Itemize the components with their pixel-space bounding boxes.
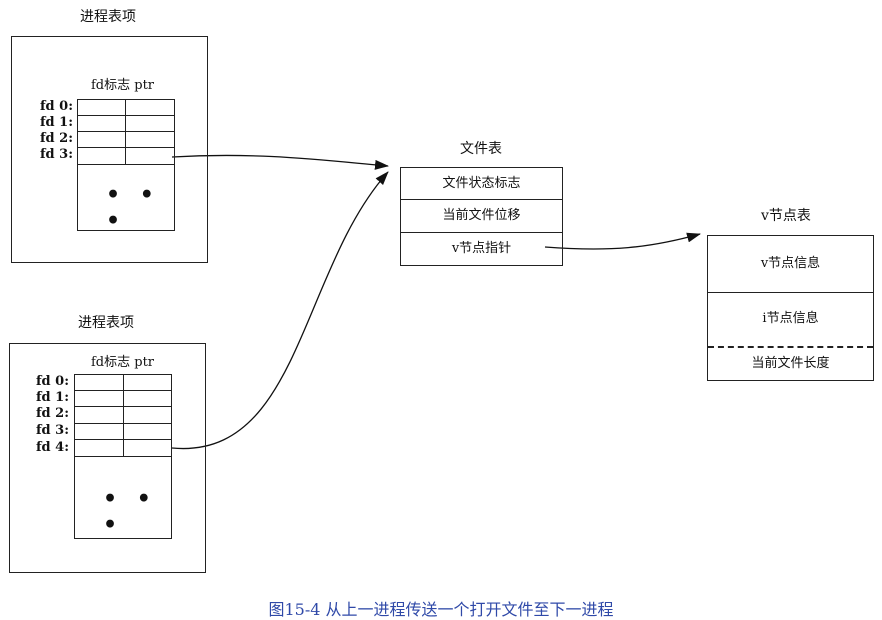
process2-fd0-label: fd 0: bbox=[35, 374, 69, 389]
file-table-vnode-pointer-row: v节点指针 bbox=[451, 241, 512, 256]
arrow-proc2-fd4-to-file-table bbox=[171, 171, 389, 450]
file-table-title: 文件表 bbox=[460, 141, 502, 157]
process1-fd-header: fd标志 ptr bbox=[91, 78, 155, 93]
process1-fd1-label: fd 1: bbox=[39, 115, 73, 130]
process2-fd4-flags-cell bbox=[74, 439, 124, 457]
process1-fd2-label: fd 2: bbox=[39, 131, 73, 146]
vnode-table-current-file-size-row: 当前文件长度 bbox=[751, 356, 830, 371]
process1-fd3-ptr-cell bbox=[125, 147, 175, 165]
process2-fd1-flags-cell bbox=[74, 390, 124, 407]
process2-fd1-ptr-cell bbox=[123, 390, 172, 407]
process1-title: 进程表项 bbox=[80, 9, 136, 25]
vnode-table-vnode-info-row: v节点信息 bbox=[708, 236, 873, 293]
process2-fd4-ptr-cell bbox=[123, 439, 172, 457]
file-table: 文件状态标志 当前文件位移 v节点指针 bbox=[400, 167, 563, 266]
process1-fd0-ptr-cell bbox=[125, 99, 175, 116]
process1-fd0-flags-cell bbox=[77, 99, 126, 116]
arrow-proc1-fd3-to-file-table bbox=[171, 154, 389, 170]
file-table-current-offset-row: 当前文件位移 bbox=[401, 200, 562, 233]
process1-fd1-flags-cell bbox=[77, 115, 126, 132]
process2-fd3-flags-cell bbox=[74, 423, 124, 440]
vnode-table-inode-info-row: i节点信息 bbox=[708, 293, 873, 348]
vnode-table-title: v节点表 bbox=[761, 208, 811, 224]
process1-table-entry: fd标志 ptr bbox=[11, 36, 208, 263]
process2-ellipsis: • • • bbox=[103, 486, 157, 538]
process1-fd-array: • • • bbox=[77, 99, 175, 234]
process2-fd3-ptr-cell bbox=[123, 423, 172, 440]
process2-fd2-flags-cell bbox=[74, 406, 124, 424]
vnode-table: v节点信息 i节点信息 当前文件长度 bbox=[707, 235, 874, 381]
process1-ellipsis: • • • bbox=[106, 182, 160, 234]
process2-title: 进程表项 bbox=[78, 315, 134, 331]
process2-fd0-ptr-cell bbox=[123, 374, 172, 391]
process1-fd3-flags-cell bbox=[77, 147, 126, 165]
process1-fd2-flags-cell bbox=[77, 131, 126, 148]
process2-fd2-ptr-cell bbox=[123, 406, 172, 424]
process1-fd1-ptr-cell bbox=[125, 115, 175, 132]
process2-fd0-flags-cell bbox=[74, 374, 124, 391]
process1-fd3-label: fd 3: bbox=[39, 147, 73, 162]
process2-fd2-label: fd 2: bbox=[35, 406, 69, 421]
process2-fd1-label: fd 1: bbox=[35, 390, 69, 405]
process2-table-entry: fd标志 ptr bbox=[9, 343, 206, 573]
process2-fd3-label: fd 3: bbox=[35, 423, 69, 438]
process2-fd4-label: fd 4: bbox=[35, 440, 69, 455]
figure-caption: 图15-4 从上一进程传送一个打开文件至下一进程 bbox=[268, 600, 614, 619]
process1-fd2-ptr-cell bbox=[125, 131, 175, 148]
file-table-status-flags-row: 文件状态标志 bbox=[401, 168, 562, 200]
process2-fd-array: • • • bbox=[74, 374, 172, 539]
process1-fd0-label: fd 0: bbox=[39, 99, 73, 114]
process2-fd-header: fd标志 ptr bbox=[91, 355, 155, 370]
arrow-vnode-ptr-to-vnode-table bbox=[544, 232, 701, 250]
